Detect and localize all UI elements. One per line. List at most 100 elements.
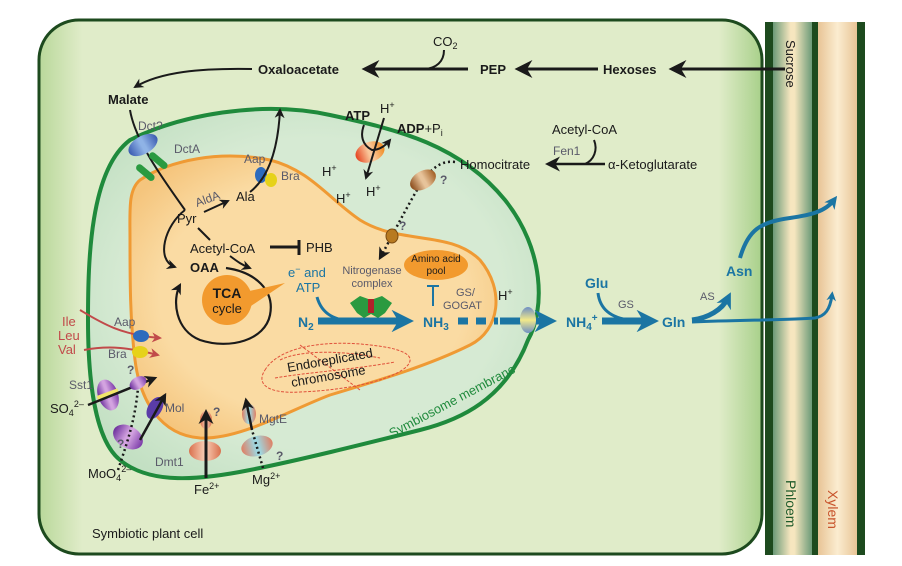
asn-to-xylem-arrow — [738, 195, 838, 259]
molybdate-mol-arrow — [138, 392, 167, 441]
gs-gogat-line2: GOGAT — [443, 300, 482, 312]
aap-left-label: Aap — [114, 315, 136, 329]
inner-sulfate-unknown: ? — [127, 363, 134, 377]
nitrogenase-label-line2: complex — [352, 278, 393, 290]
hexoses-label: Hexoses — [603, 62, 656, 77]
pyr-to-ala-arrow — [203, 199, 230, 213]
aap-left-transporter — [133, 330, 149, 342]
oaa-label: OAA — [190, 260, 220, 275]
molybdate-import-dotted — [116, 387, 140, 471]
acetylcoa-label: Acetyl-CoA — [190, 241, 255, 256]
homocitrate-label: Homocitrate — [460, 157, 530, 172]
co2-input-arrow — [424, 49, 445, 70]
cation-import: Dmt1 ? Fe2+ ? MgtE Mg2+ — [155, 397, 287, 497]
amino-acid-import: Ile Leu Val Aap Bra — [58, 309, 162, 361]
fe-label: Fe2+ — [194, 481, 219, 497]
electrons-atp-label-line2: ATP — [296, 280, 320, 295]
gs-gogat-line1: GS/ — [456, 287, 476, 299]
nitrogen-assimilation: NH4+ Glu GS Gln AS Asn — [566, 195, 838, 333]
alpha-ketoglutarate-label: α-Ketoglutarate — [608, 157, 697, 172]
acetylcoa-to-phb-inhibit — [270, 240, 301, 255]
anion-import: Sst1 SO42– ? Mol ? MoO42– — [50, 363, 184, 483]
adp-pi-label: ADP+Pi — [397, 121, 443, 138]
co2-label: CO2 — [433, 34, 458, 51]
periplasm-h-plus-1: H+ — [322, 163, 337, 179]
vessel-divider — [812, 22, 818, 555]
phloem — [773, 22, 812, 555]
tca-label-line1: TCA — [213, 285, 242, 301]
dcta-transporter-2 — [149, 152, 168, 169]
nitrogenase-label-line1: Nitrogenase — [342, 265, 401, 277]
malate-to-oaa-arrow — [163, 209, 186, 270]
tca-loop — [171, 266, 272, 345]
val-label: Val — [58, 342, 76, 357]
proton-pump-arrow — [363, 117, 385, 180]
proton-atpase: ATP H+ ADP+Pi H+ H+ H+ — [322, 100, 443, 206]
phb-label: PHB — [306, 240, 333, 255]
aap-top-transporter — [255, 167, 267, 183]
phloem-outer-wall — [765, 22, 773, 555]
so4-label: SO42– — [50, 399, 84, 418]
nitrogen-fixation: e− and ATP N2 Nitrogenase complex Amino … — [288, 250, 557, 333]
phloem-label: Phloem — [783, 480, 799, 527]
ile-label: Ile — [62, 314, 76, 329]
nh3-label: NH3 — [423, 314, 449, 333]
pyr-label: Pyr — [177, 211, 197, 226]
xylem-label: Xylem — [825, 490, 841, 529]
n2-label: N2 — [298, 314, 314, 333]
dct-label: Dct? — [138, 119, 163, 133]
homocitrate-inner-unknown: ? — [399, 219, 406, 233]
carbon-pathway: Hexoses PEP CO2 Oxaloacetate Malate — [108, 34, 785, 107]
tca-label-line2: cycle — [212, 301, 242, 316]
nh4-label: NH4+ — [566, 313, 598, 333]
gln-to-xylem-arrow — [691, 291, 836, 324]
homocitrate-outer-unknown: ? — [440, 173, 447, 187]
homocitrate-inner-transporter — [385, 228, 399, 244]
tca-cycle — [202, 275, 252, 325]
leu-label: Leu — [58, 328, 80, 343]
mgte-label: MgtE — [259, 412, 287, 426]
nitrogenase-core — [368, 299, 374, 313]
moo4-label: MoO42– — [88, 464, 131, 483]
dct-transporter — [128, 133, 158, 157]
inner-sulfate-transporter — [129, 376, 147, 390]
pep-label: PEP — [480, 62, 506, 77]
amino-acid-pool — [404, 250, 468, 280]
gln-label: Gln — [662, 314, 685, 330]
bacteroid — [128, 154, 498, 440]
molybdate-outer-unknown: ? — [117, 437, 124, 451]
iron-inner-unknown: ? — [213, 405, 220, 419]
ala-export-arrow — [249, 108, 285, 193]
oxaloacetate-label: Oxaloacetate — [258, 62, 339, 77]
mg-label: Mg2+ — [252, 471, 280, 487]
plant-cell-label: Symbiotic plant cell — [92, 526, 203, 541]
atpase-transporter — [355, 141, 385, 163]
pyr-to-acetylcoa-line — [197, 227, 211, 241]
dmt1-label: Dmt1 — [155, 455, 184, 469]
bacteroid-metabolism: Pyr AldA Ala Acetyl-CoA PHB OAA TCA cycl… — [163, 108, 333, 345]
mg-outer-unknown: ? — [276, 449, 283, 463]
ala-label: Ala — [236, 189, 256, 204]
val-import-arrow — [83, 346, 160, 358]
ammonium-channel — [520, 307, 536, 333]
atp-label: ATP — [345, 108, 370, 123]
magnesium-import-dotted — [250, 429, 265, 469]
sucrose-label: Sucrose — [783, 40, 798, 88]
homocitrate-outer-transporter — [410, 169, 436, 191]
asn-label: Asn — [726, 263, 752, 279]
fen1-label: Fen1 — [553, 144, 581, 158]
mg-outer-transporter — [241, 435, 273, 457]
mol-label: Mol — [165, 401, 184, 415]
electrons-atp-label-line1: e− and — [288, 264, 326, 280]
magnesium-import-arrow — [241, 397, 255, 431]
homocitrate-pathway: Acetyl-CoA Fen1 α-Ketoglutarate Homocitr… — [378, 122, 697, 261]
bra-top-label: Bra — [281, 169, 300, 183]
acetylcoa-fen1-label: Acetyl-CoA — [552, 122, 617, 137]
xylem-outer-wall — [857, 22, 865, 555]
gln-to-asn-arrow — [691, 292, 731, 323]
as-label: AS — [700, 291, 715, 303]
bra-top-transporter — [265, 173, 277, 187]
sst1-band — [96, 388, 120, 401]
tca-pointer — [245, 283, 285, 308]
